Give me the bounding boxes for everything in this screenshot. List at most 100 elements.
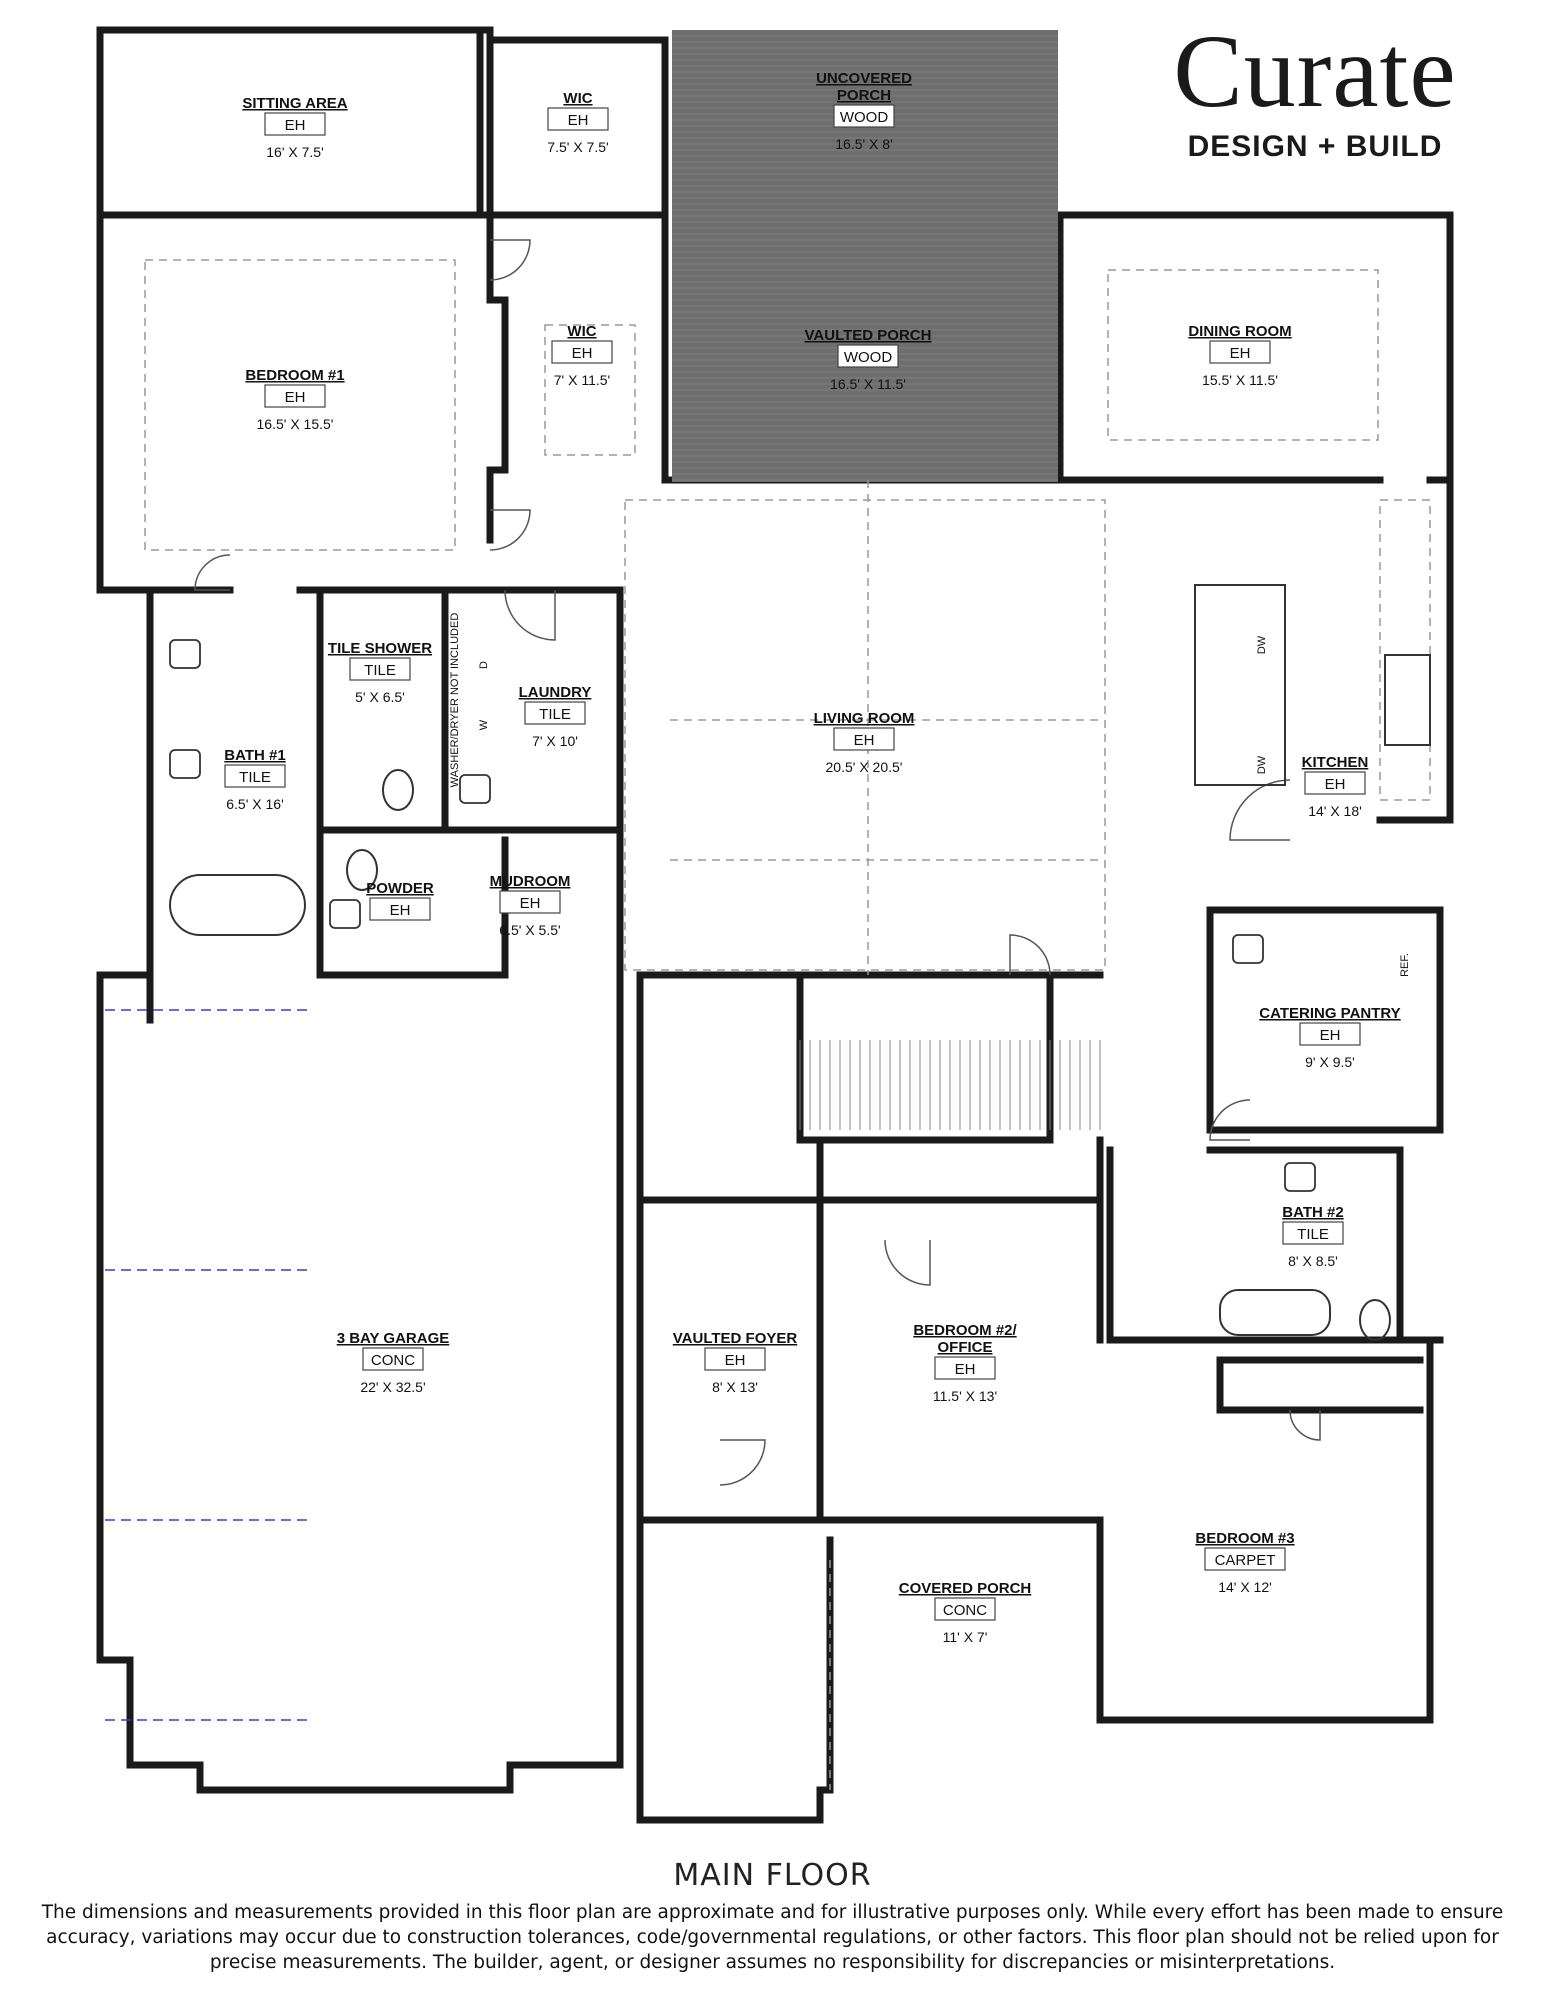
room-name: SITTING AREA — [242, 95, 347, 112]
refrigerator-label: REF. — [1399, 953, 1411, 977]
ceiling-outline — [1107, 269, 1379, 441]
toilet-icon — [346, 849, 378, 891]
sink-icon — [1232, 934, 1264, 964]
room-dimensions: 8' X 13' — [712, 1379, 758, 1395]
room-dimensions: 14' X 12' — [1218, 1579, 1272, 1595]
material-box — [1204, 1547, 1286, 1571]
room-dimensions: 6.5' X 5.5' — [499, 922, 560, 938]
room-dimensions: 16.5' X 8' — [835, 136, 893, 152]
room-name: UNCOVERED — [816, 70, 912, 87]
room-material: EH — [285, 117, 306, 134]
room-dimensions: 16.5' X 11.5' — [830, 376, 906, 392]
room-material: EH — [520, 895, 541, 912]
room-name: BEDROOM #2/ — [913, 1322, 1017, 1339]
dishwasher-label: DW — [1256, 755, 1268, 774]
room-material: WOOD — [844, 349, 892, 366]
material-box — [551, 340, 613, 364]
door-swing — [1229, 779, 1291, 841]
room-label-garage: 3 BAY GARAGE CONC 22' X 32.5' — [337, 1330, 450, 1395]
sink-icon — [1284, 1162, 1316, 1192]
room-material: CARPET — [1215, 1552, 1276, 1569]
room-name: VAULTED FOYER — [673, 1330, 798, 1347]
room-dimensions: 16' X 7.5' — [266, 144, 324, 160]
room-name: VAULTED PORCH — [805, 327, 932, 344]
material-box — [524, 701, 586, 725]
room-name: LIVING ROOM — [814, 710, 915, 727]
material-box — [264, 112, 326, 136]
room-dimensions: 22' X 32.5' — [360, 1379, 425, 1395]
room-material: CONC — [943, 1602, 987, 1619]
room-dimensions: 9' X 9.5' — [1305, 1054, 1355, 1070]
toilet-icon — [1359, 1299, 1391, 1341]
material-box — [547, 107, 609, 131]
ceiling-outline — [1379, 499, 1431, 801]
room-name: PORCH — [837, 87, 891, 104]
ceiling-outline — [144, 259, 456, 551]
room-material: EH — [1230, 345, 1251, 362]
material-box — [833, 727, 895, 751]
walls — [96, 26, 1454, 1824]
room-name: TILE SHOWER — [328, 640, 432, 657]
room-material: EH — [854, 732, 875, 749]
room-material: CONC — [371, 1352, 415, 1369]
room-name: KITCHEN — [1302, 754, 1369, 771]
sink-icon — [169, 749, 201, 779]
room-material: EH — [390, 902, 411, 919]
door-swing — [1209, 1099, 1251, 1141]
material-box — [362, 1347, 424, 1371]
room-name: COVERED PORCH — [899, 1580, 1032, 1597]
room-dimensions: 6.5' X 16' — [226, 796, 284, 812]
sink-icon — [169, 639, 201, 669]
room-name: OFFICE — [938, 1339, 993, 1356]
room-material: EH — [285, 389, 306, 406]
room-name: BEDROOM #3 — [1195, 1530, 1294, 1547]
material-box — [934, 1597, 996, 1621]
room-material: EH — [1325, 776, 1346, 793]
washer-label: W — [478, 719, 490, 730]
room-material: TILE — [539, 706, 571, 723]
material-box — [1299, 1022, 1361, 1046]
room-name: 3 BAY GARAGE — [337, 1330, 450, 1347]
door-swing — [1009, 934, 1051, 976]
room-dimensions: 14' X 18' — [1308, 803, 1362, 819]
room-name: BEDROOM #1 — [245, 367, 344, 384]
material-box — [369, 897, 431, 921]
toilet-icon — [382, 769, 414, 811]
logo-tagline: DESIGN + BUILD — [1187, 130, 1443, 163]
company-logo: Curate DESIGN + BUILD — [1160, 20, 1470, 164]
door-swing — [194, 554, 231, 591]
room-label-bedroom-3: BEDROOM #3 CARPET 14' X 12' — [1195, 1530, 1294, 1595]
room-name: CATERING PANTRY — [1259, 1005, 1400, 1022]
door-swing — [504, 589, 556, 641]
room-material: TILE — [364, 662, 396, 679]
material-box — [934, 1356, 996, 1380]
room-material: EH — [568, 112, 589, 129]
door-swing — [719, 1439, 766, 1486]
material-box — [833, 104, 895, 128]
door-swing — [489, 509, 531, 551]
material-box — [224, 764, 286, 788]
room-material: EH — [725, 1352, 746, 1369]
room-name: BATH #1 — [224, 747, 285, 764]
material-box — [264, 384, 326, 408]
room-dimensions: 11.5' X 13' — [933, 1388, 997, 1404]
room-material: EH — [572, 345, 593, 362]
material-box — [837, 344, 899, 368]
ceiling-outline — [624, 499, 1106, 971]
ceiling-outline — [544, 324, 636, 456]
door-swing — [1289, 1409, 1321, 1441]
room-label-sitting-area: SITTING AREA EH 16' X 7.5' — [242, 95, 347, 160]
room-name: WIC — [563, 90, 592, 107]
door-swing — [489, 239, 531, 281]
material-box — [499, 890, 561, 914]
